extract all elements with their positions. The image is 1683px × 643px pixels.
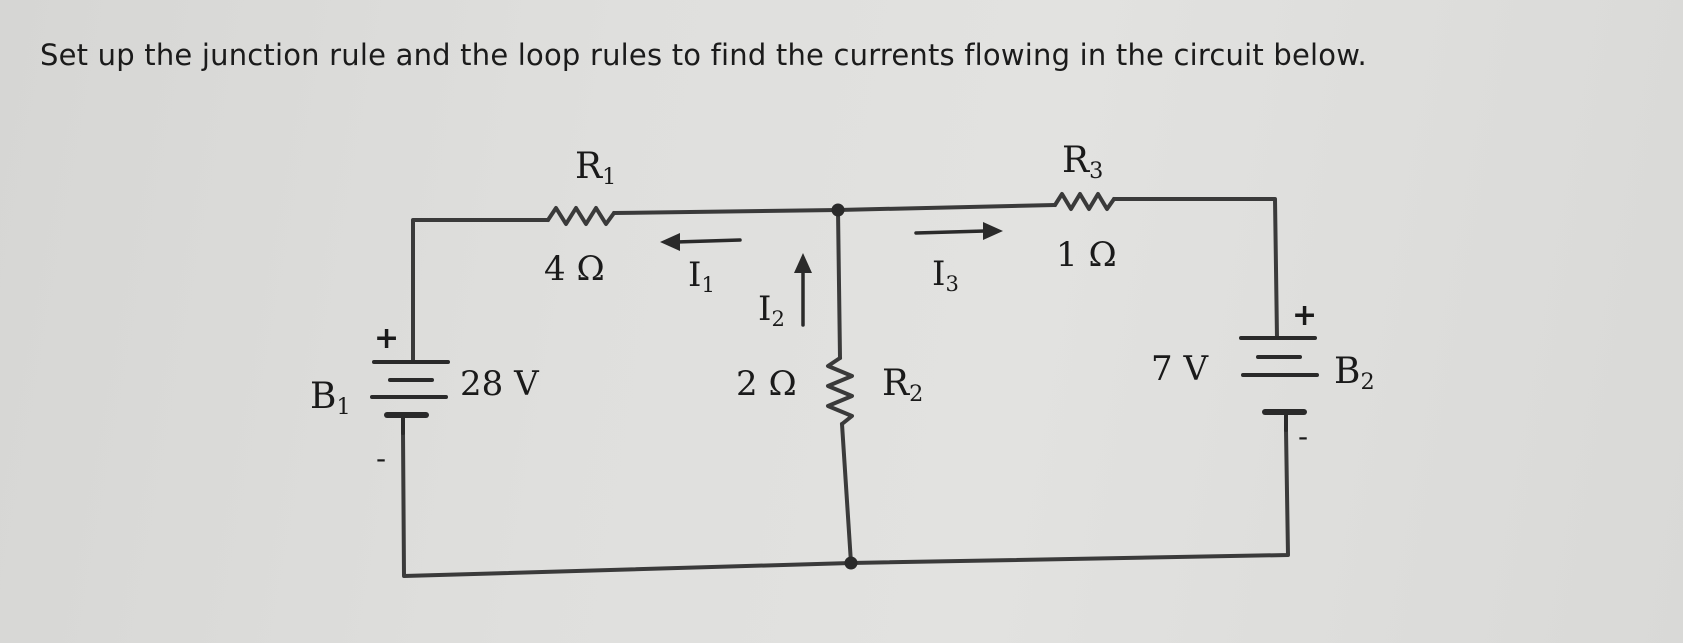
resistor-r2-symbol	[826, 356, 854, 426]
arrow-i3	[914, 229, 987, 235]
resistor-r1-value: 4 Ω	[544, 249, 605, 289]
battery-b2-voltage: 7 V	[1151, 349, 1209, 389]
junction-bottom	[844, 556, 858, 570]
battery-b1-label: B1	[310, 376, 351, 420]
arrow-i1	[674, 238, 742, 244]
current-i2-label: I2	[758, 289, 785, 331]
battery-b1-symbol	[370, 360, 450, 435]
arrow-i2-head	[794, 253, 812, 273]
arrow-i1-head	[660, 233, 680, 251]
resistor-r2-value: 2 Ω	[736, 364, 797, 404]
resistor-r3-symbol	[1053, 192, 1116, 211]
battery-b2-label: B2	[1334, 351, 1375, 395]
battery-b2-symbol	[1239, 336, 1319, 432]
wire-middle-upper	[836, 208, 842, 360]
wire-top-right	[1112, 197, 1279, 340]
junction-top	[831, 203, 845, 217]
battery-b2-minus-sign: -	[1298, 420, 1308, 453]
resistor-r3-value: 1 Ω	[1056, 235, 1117, 275]
battery-b2-plus-sign: +	[1292, 298, 1317, 333]
wire-top-left	[411, 218, 550, 362]
wire-middle-lower	[840, 422, 853, 565]
battery-b1-minus-sign: -	[376, 442, 386, 475]
current-i3-label: I3	[932, 254, 959, 296]
resistor-r2-label: R2	[882, 363, 923, 407]
arrow-i3-head	[983, 222, 1003, 240]
question-text: Set up the junction rule and the loop ru…	[40, 38, 1367, 72]
resistor-r1-symbol	[546, 206, 616, 226]
resistor-r3-label: R3	[1062, 140, 1103, 184]
current-i1-label: I1	[688, 255, 715, 297]
resistor-r1-label: R1	[575, 146, 616, 190]
battery-b1-plus-sign: +	[374, 321, 399, 356]
battery-b1-voltage: 28 V	[460, 364, 540, 404]
